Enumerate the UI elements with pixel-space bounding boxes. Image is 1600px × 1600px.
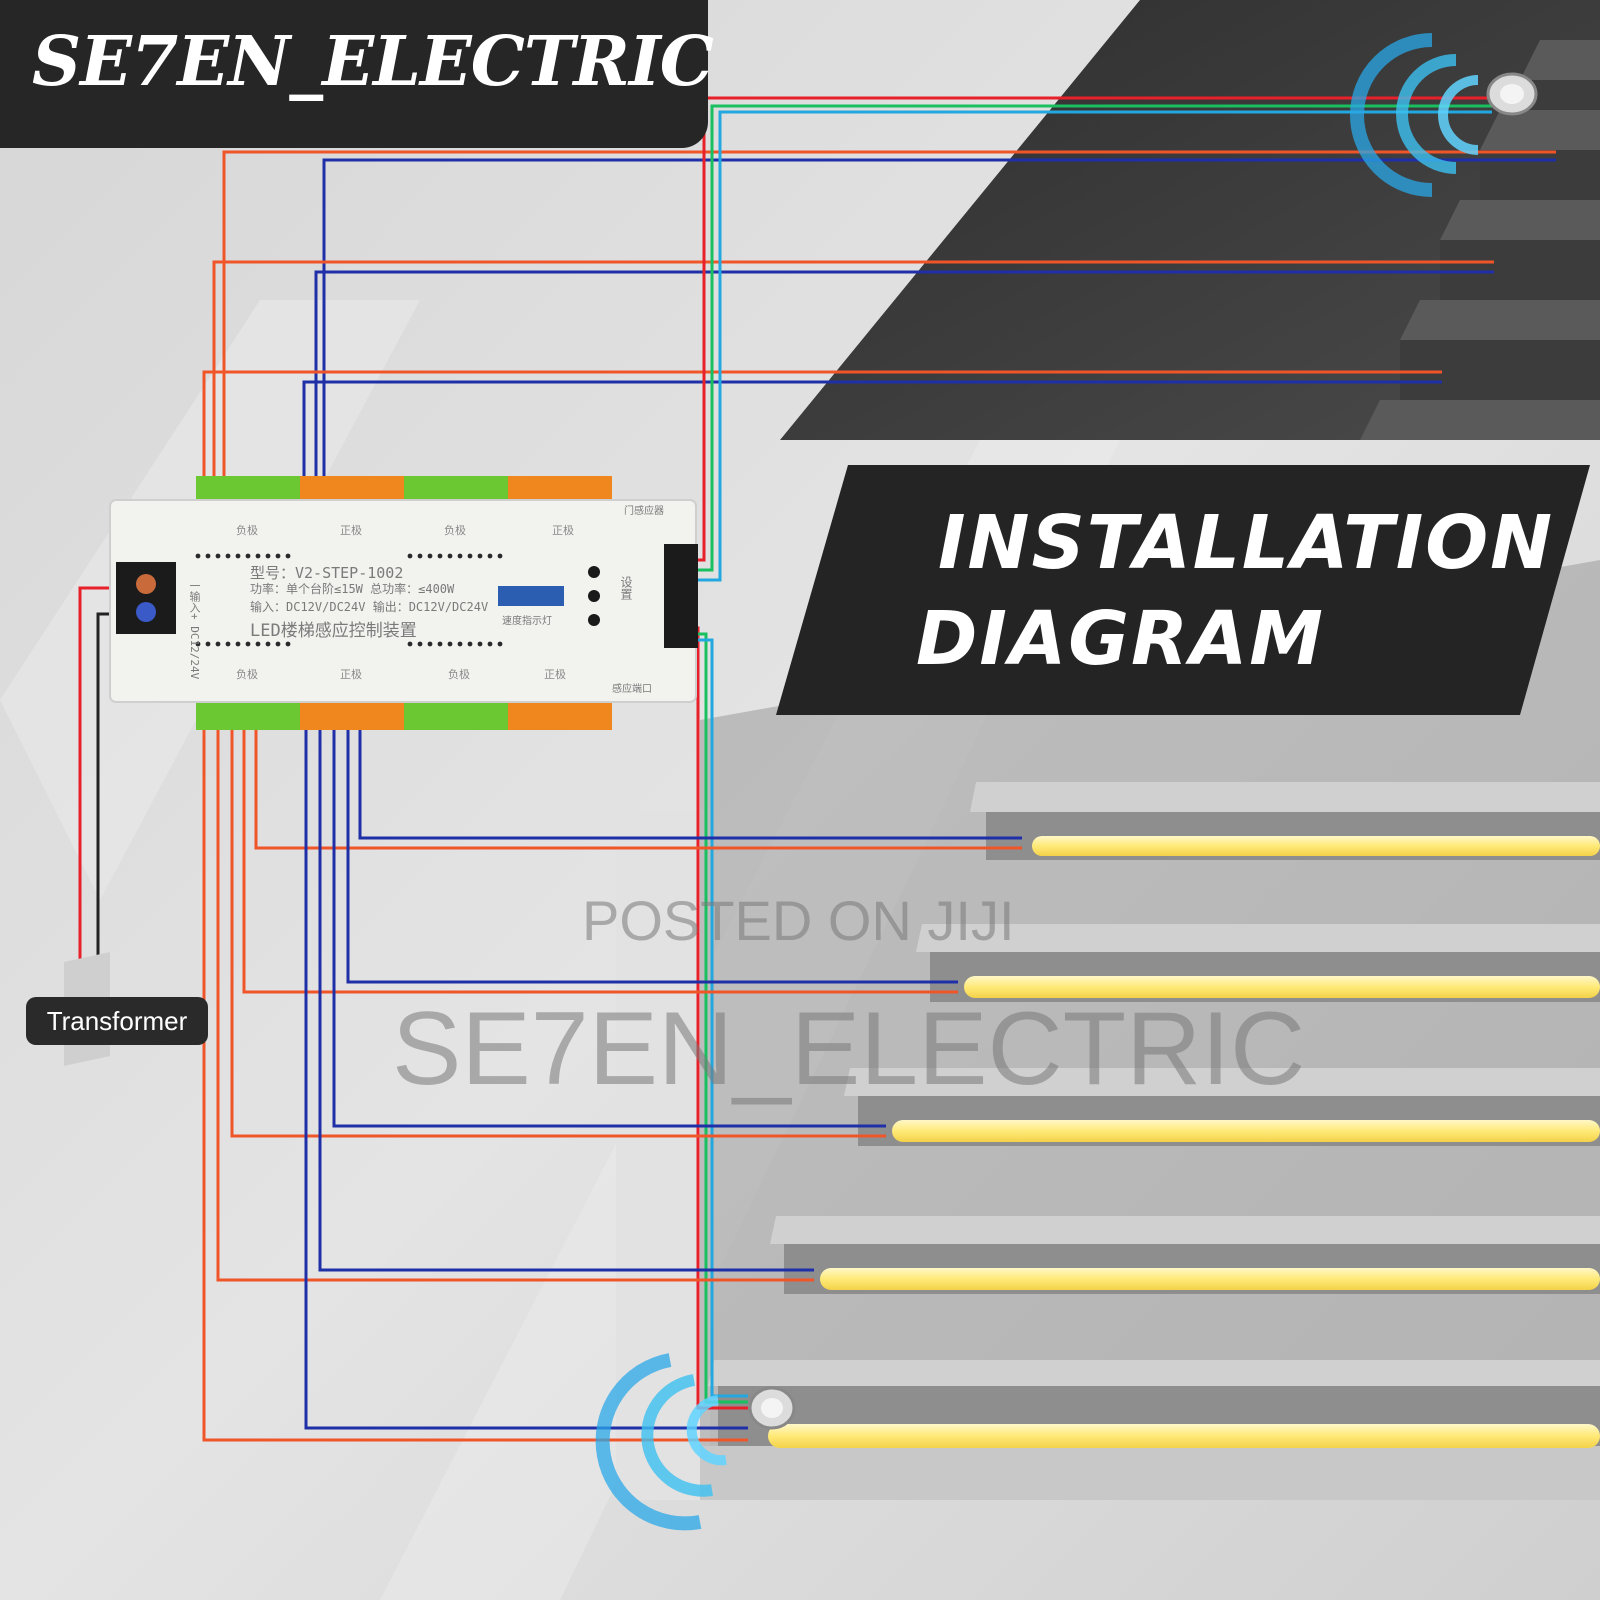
led-strip bbox=[892, 1120, 1600, 1142]
terminal-block-top bbox=[404, 476, 508, 502]
terminal-block-bottom bbox=[508, 700, 612, 730]
terminal-block-top bbox=[300, 476, 404, 502]
terminal-block-bottom bbox=[196, 700, 300, 730]
power-input-terminal bbox=[116, 562, 176, 634]
sensor-wave-icon bbox=[1438, 75, 1479, 155]
upper-staircase bbox=[780, 0, 1600, 440]
upper-step-faces bbox=[1400, 80, 1600, 400]
led-strips bbox=[768, 836, 1600, 1448]
terminal-block-top bbox=[196, 476, 300, 502]
terminal-label: 负极 bbox=[236, 524, 258, 537]
watermark-posted: POSTED ON JIJI bbox=[582, 889, 1015, 952]
upper-steps bbox=[1360, 40, 1600, 440]
sensor-wave-icon bbox=[686, 1395, 727, 1466]
sensor-wave-icon bbox=[1396, 54, 1457, 174]
sensor-wave-icon bbox=[595, 1353, 702, 1531]
terminal-block-top bbox=[508, 476, 612, 502]
led-strip bbox=[820, 1268, 1600, 1290]
title-banner bbox=[776, 465, 1590, 715]
controller-io: 输入：DC12V/DC24V 输出：DC12V/DC24V bbox=[250, 600, 489, 614]
led-strip bbox=[1032, 836, 1600, 856]
sensor-wave-icon bbox=[641, 1374, 713, 1497]
controller-speed-label: 速度指示灯 bbox=[502, 616, 552, 627]
wires-upper bbox=[202, 150, 1556, 488]
controller-input-label: 一输入+ DC12/24V bbox=[188, 580, 201, 680]
transformer-label: Transformer bbox=[26, 997, 208, 1045]
controller-button bbox=[588, 614, 600, 626]
brand-banner: SE7EN_ELECTRIC bbox=[0, 0, 714, 148]
diagram-title-line1: INSTALLATION bbox=[938, 500, 1555, 586]
led-dot-rows bbox=[195, 553, 503, 647]
controller-set-label: 设置 bbox=[619, 576, 633, 600]
terminal-block-bottom bbox=[404, 700, 508, 730]
diagram-title-line2: DIAGRAM bbox=[916, 596, 1325, 682]
watermark-brand: SE7EN_ELECTRIC bbox=[392, 991, 1306, 1107]
controller-power: 功率：单个台阶≤15W 总功率：≤400W bbox=[250, 582, 455, 596]
brand-name: SE7EN_ELECTRIC bbox=[32, 22, 714, 102]
controller-button bbox=[588, 590, 600, 602]
motion-sensor-icon bbox=[595, 1353, 796, 1531]
terminal-label: 负极 bbox=[448, 668, 470, 681]
led-strip bbox=[964, 976, 1600, 998]
terminal-label: 正极 bbox=[552, 524, 574, 537]
controller-name: LED楼梯感应控制装置 bbox=[250, 621, 417, 641]
terminal-label: 正极 bbox=[340, 524, 362, 537]
terminal-block-bottom bbox=[300, 700, 404, 730]
terminal-label: 正极 bbox=[544, 668, 566, 681]
sensor-port-connector bbox=[664, 544, 698, 648]
controller-display bbox=[498, 586, 564, 606]
controller-model: 型号：V2-STEP-1002 bbox=[250, 564, 404, 582]
sensor-wave-icon bbox=[1350, 33, 1433, 197]
terminal-label: 负极 bbox=[444, 524, 466, 537]
terminal-label: 负极 bbox=[236, 668, 258, 681]
controller-button bbox=[588, 566, 600, 578]
controller-port-top: 门感应器 bbox=[624, 506, 664, 517]
led-strip bbox=[768, 1424, 1600, 1448]
motion-sensor-icon bbox=[1350, 33, 1538, 197]
terminal-label: 正极 bbox=[340, 668, 362, 681]
controller bbox=[109, 476, 698, 730]
controller-port-bottom: 感应端口 bbox=[612, 684, 652, 695]
